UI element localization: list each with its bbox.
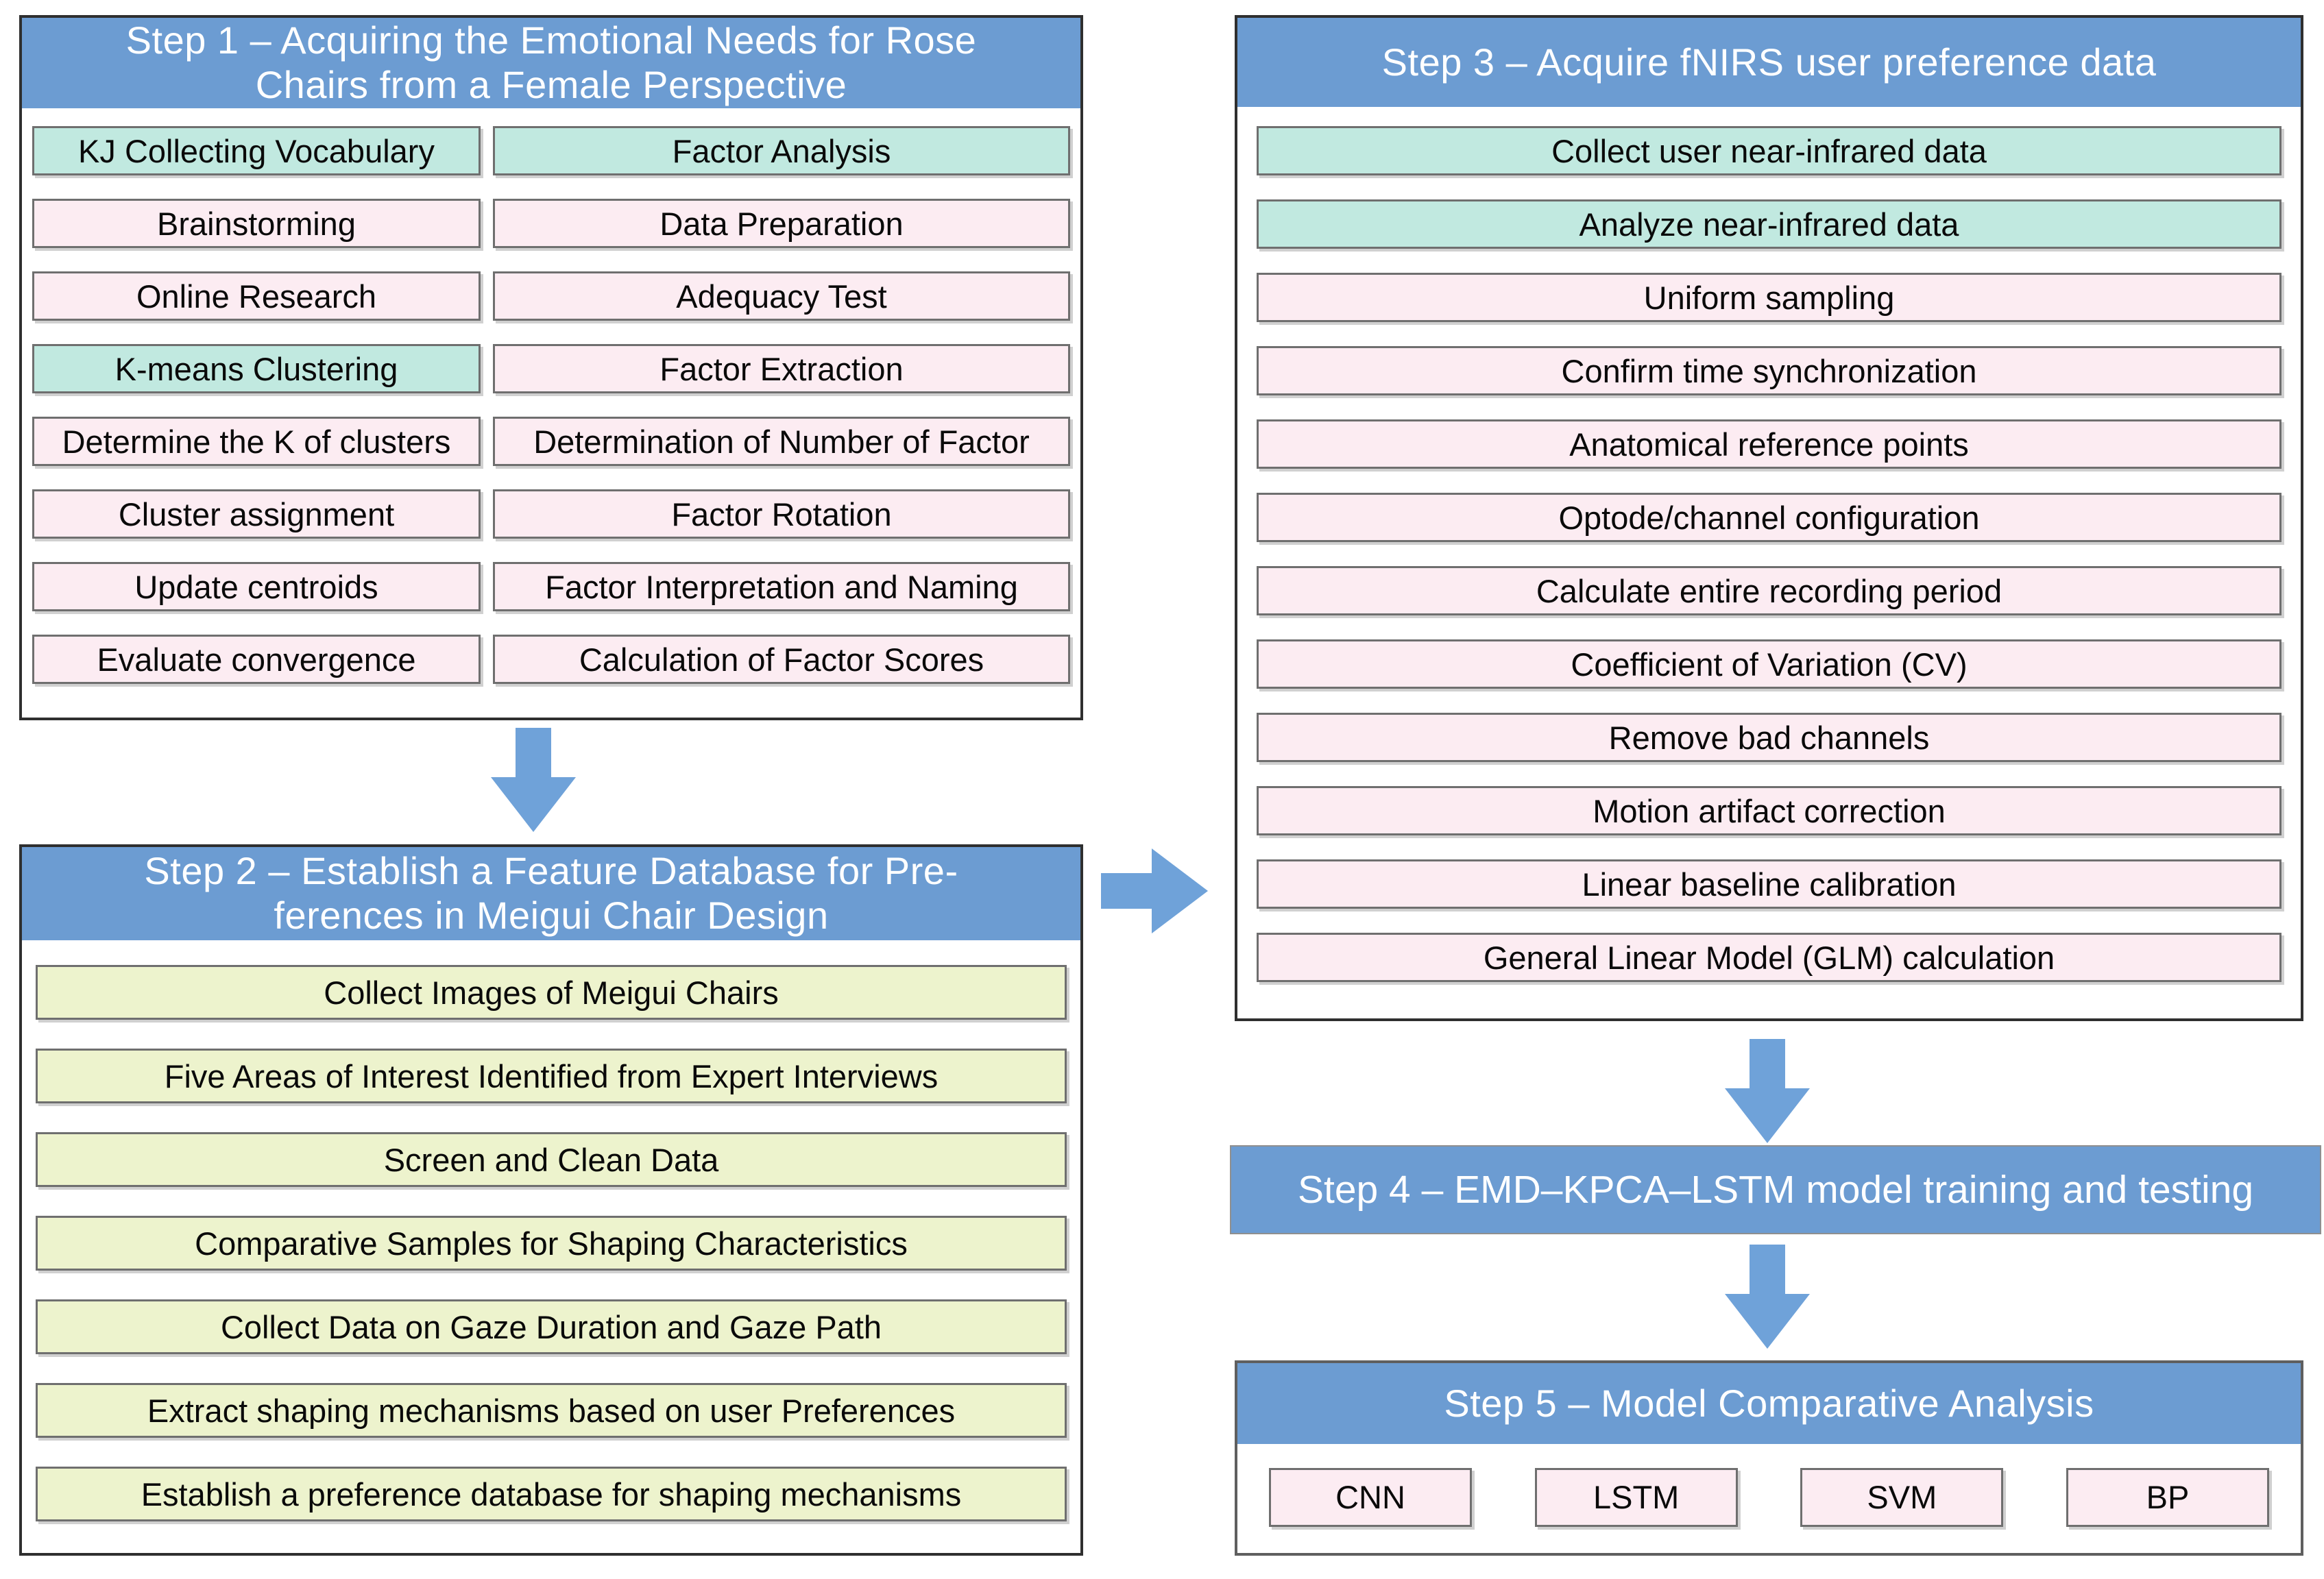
step3-box-remove-bad-channels: Remove bad channels [1257, 713, 2281, 762]
step4-banner: Step 4 – EMD–KPCA–LSTM model training an… [1230, 1145, 2321, 1234]
step2-title: Step 2 – Establish a Feature Database fo… [22, 847, 1080, 940]
step3-box-uniform-sampling: Uniform sampling [1257, 273, 2281, 322]
step2-box-gaze-data: Collect Data on Gaze Duration and Gaze P… [36, 1299, 1067, 1354]
step3-box-glm-calculation: General Linear Model (GLM) calculation [1257, 933, 2281, 982]
arrow-stem [1750, 1245, 1785, 1294]
step3-title: Step 3 – Acquire fNIRS user preference d… [1237, 18, 2301, 107]
step1-box-brainstorming: Brainstorming [32, 199, 481, 248]
step1-box-cluster-assignment: Cluster assignment [32, 489, 481, 539]
step1-box-factor-analysis: Factor Analysis [493, 126, 1070, 175]
arrow-stem [516, 728, 551, 777]
step3-content: Collect user near-infrared data Analyze … [1237, 107, 2301, 1001]
step1-title: Step 1 – Acquiring the Emotional Needs f… [22, 18, 1080, 108]
arrow-stem [1101, 873, 1152, 909]
step2-box-screen-clean-data: Screen and Clean Data [36, 1132, 1067, 1187]
step1-box-factor-scores: Calculation of Factor Scores [493, 635, 1070, 684]
step1-box-kmeans-clustering: K-means Clustering [32, 344, 481, 393]
step5-content: CNN LSTM SVM BP [1237, 1444, 2301, 1550]
step1-content: KJ Collecting Vocabulary Brainstorming O… [22, 108, 1080, 702]
step1-box-update-centroids: Update centroids [32, 562, 481, 611]
step1-panel: Step 1 – Acquiring the Emotional Needs f… [19, 15, 1083, 720]
step3-box-time-synchronization: Confirm time synchronization [1257, 346, 2281, 395]
arrow-down-icon [491, 728, 576, 832]
step3-box-motion-artifact: Motion artifact correction [1257, 786, 2281, 835]
step5-box-lstm: LSTM [1534, 1467, 1738, 1527]
step3-panel: Step 3 – Acquire fNIRS user preference d… [1235, 15, 2303, 1021]
step3-box-recording-period: Calculate entire recording period [1257, 566, 2281, 615]
step1-box-factor-rotation: Factor Rotation [493, 489, 1070, 539]
step1-box-online-research: Online Research [32, 271, 481, 321]
step2-box-preference-database: Establish a preference database for shap… [36, 1467, 1067, 1521]
arrow-stem [1750, 1039, 1785, 1088]
step5-box-svm: SVM [1800, 1467, 2004, 1527]
step3-box-collect-nir-data: Collect user near-infrared data [1257, 126, 2281, 175]
step2-panel: Step 2 – Establish a Feature Database fo… [19, 844, 1083, 1556]
step5-box-cnn: CNN [1269, 1467, 1472, 1527]
step1-box-kj-collecting-vocabulary: KJ Collecting Vocabulary [32, 126, 481, 175]
step1-box-data-preparation: Data Preparation [493, 199, 1070, 248]
step3-box-coefficient-variation: Coefficient of Variation (CV) [1257, 639, 2281, 689]
step1-box-factor-interpretation: Factor Interpretation and Naming [493, 562, 1070, 611]
step1-box-adequacy-test: Adequacy Test [493, 271, 1070, 321]
step2-box-extract-mechanisms: Extract shaping mechanisms based on user… [36, 1383, 1067, 1438]
step2-content: Collect Images of Meigui Chairs Five Are… [22, 940, 1080, 1546]
step1-box-number-of-factor: Determination of Number of Factor [493, 417, 1070, 466]
step2-box-five-areas: Five Areas of Interest Identified from E… [36, 1049, 1067, 1103]
arrow-right-icon [1101, 848, 1208, 933]
step3-box-anatomical-reference: Anatomical reference points [1257, 419, 2281, 469]
arrow-down-icon [1725, 1039, 1810, 1143]
step2-box-comparative-samples: Comparative Samples for Shaping Characte… [36, 1216, 1067, 1271]
arrow-down-icon [1725, 1245, 1810, 1349]
step2-box-collect-images: Collect Images of Meigui Chairs [36, 965, 1067, 1020]
step5-title: Step 5 – Model Comparative Analysis [1237, 1363, 2301, 1444]
arrow-head [1152, 848, 1208, 933]
step3-box-analyze-nir-data: Analyze near-infrared data [1257, 199, 2281, 249]
arrow-head [1725, 1088, 1810, 1143]
step3-box-optode-configuration: Optode/channel configuration [1257, 493, 2281, 542]
step1-box-determine-k: Determine the K of clusters [32, 417, 481, 466]
arrow-head [491, 777, 576, 832]
step3-box-baseline-calibration: Linear baseline calibration [1257, 859, 2281, 909]
step1-box-evaluate-convergence: Evaluate convergence [32, 635, 481, 684]
step1-box-factor-extraction: Factor Extraction [493, 344, 1070, 393]
step1-right-column: Factor Analysis Data Preparation Adequac… [493, 126, 1070, 684]
step1-left-column: KJ Collecting Vocabulary Brainstorming O… [32, 126, 481, 684]
step5-panel: Step 5 – Model Comparative Analysis CNN … [1235, 1360, 2303, 1556]
step5-box-bp: BP [2066, 1467, 2269, 1527]
arrow-head [1725, 1294, 1810, 1349]
